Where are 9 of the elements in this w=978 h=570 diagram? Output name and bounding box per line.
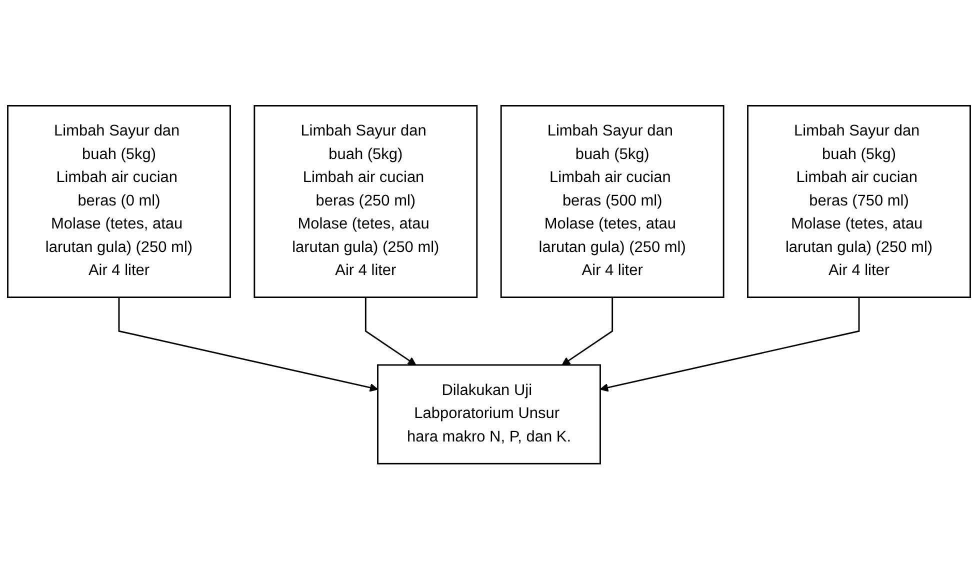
arrow xyxy=(118,298,378,392)
arrow xyxy=(364,298,416,366)
node-box: Limbah Sayur dan buah (5kg) Limbah air cucian beras (0 ml) Molase (tetes, atau larutan gula) (250 ml) Air 4 liter xyxy=(7,105,231,298)
arrow xyxy=(600,298,860,392)
arrow xyxy=(562,298,614,366)
node-box: Limbah Sayur dan buah (5kg) Limbah air cucian beras (250 ml) Molase (tetes, atau larutan gula) (250 ml) Air 4 liter xyxy=(254,105,478,298)
node-box: Limbah Sayur dan buah (5kg) Limbah air cucian beras (750 ml) Molase (tetes, atau larutan gula) (250 ml) Air 4 liter xyxy=(747,105,971,298)
node-box: Dilakukan Uji Labporatorium Unsur hara makro N, P, dan K. xyxy=(377,364,601,465)
node-box: Limbah Sayur dan buah (5kg) Limbah air cucian beras (500 ml) Molase (tetes, atau larutan gula) (250 ml) Air 4 liter xyxy=(500,105,724,298)
